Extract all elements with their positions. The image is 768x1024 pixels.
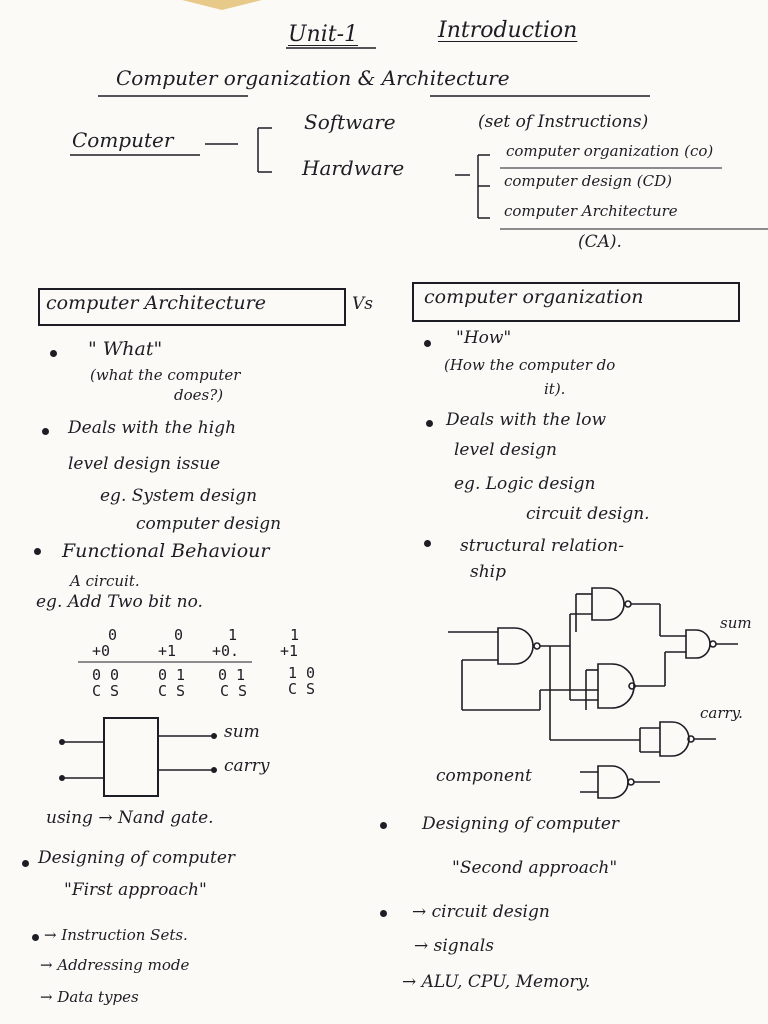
left-what: " What"	[88, 338, 163, 360]
top-tab-decoration	[182, 0, 262, 10]
right-list-2: → signals	[414, 936, 494, 956]
bullet	[42, 428, 49, 435]
page-title: Introduction	[438, 18, 578, 43]
sum-cs: C S	[92, 682, 120, 700]
sum-add: +1	[280, 642, 299, 660]
left-title: computer Architecture	[46, 292, 266, 314]
left-using: using → Nand gate.	[46, 808, 214, 828]
sum-top: 1	[290, 626, 300, 644]
right-how: "How"	[456, 328, 512, 348]
vs-label: Vs	[352, 294, 374, 314]
right-structural-2: ship	[470, 562, 506, 582]
right-how-note-2: it).	[544, 380, 566, 398]
sum-add: +0.	[212, 642, 240, 660]
bullet	[424, 340, 431, 347]
tree-root-computer: Computer	[72, 128, 174, 152]
left-deals-1: Deals with the high	[68, 418, 237, 438]
right-list-3: → ALU, CPU, Memory.	[402, 972, 591, 992]
right-deals-1: Deals with the low	[446, 410, 607, 430]
sum-cs: C S	[288, 680, 316, 698]
left-functional: Functional Behaviour	[62, 540, 270, 562]
right-deals-2: level design	[454, 440, 557, 460]
left-list-3: → Data types	[40, 988, 139, 1006]
right-eg-2: circuit design.	[526, 504, 650, 524]
right-title: computer organization	[424, 286, 644, 308]
tree-hardware: Hardware	[302, 156, 405, 180]
sum-add: +0	[92, 642, 111, 660]
tree-branch-ca: computer Architecture	[504, 202, 678, 220]
left-eg-1: eg. System design	[100, 486, 258, 506]
sum-top: 1	[228, 626, 238, 644]
right-eg-1: eg. Logic design	[454, 474, 596, 494]
left-what-note-2: does?)	[174, 386, 224, 404]
right-list-1: → circuit design	[412, 902, 550, 922]
page-subtitle: Computer organization & Architecture	[116, 66, 510, 90]
tree-branch-cd: computer design (CD)	[504, 172, 672, 190]
bullet	[32, 934, 39, 941]
bullet	[22, 860, 29, 867]
sum-result: 1 0	[288, 664, 316, 682]
tree-branch-co: computer organization (co)	[506, 142, 714, 160]
circuit-sum-label: sum	[720, 614, 752, 632]
bullet	[426, 420, 433, 427]
sum-top: 0	[108, 626, 118, 644]
bullet	[380, 910, 387, 917]
tree-ca-abbr: (CA).	[578, 232, 622, 252]
right-component: component	[436, 766, 532, 786]
sum-result: 0 0	[92, 666, 120, 684]
sum-top: 0	[174, 626, 184, 644]
bullet	[50, 350, 57, 357]
sum-result: 0 1	[158, 666, 186, 684]
sum-cs: C S	[220, 682, 248, 700]
left-eg-2: computer design	[136, 514, 282, 534]
left-circuit: A circuit.	[70, 572, 140, 590]
sum-cs: C S	[158, 682, 186, 700]
left-list-2: → Addressing mode	[40, 956, 190, 974]
left-deals-2: level design issue	[68, 454, 221, 474]
left-designing: Designing of computer	[38, 848, 236, 868]
tree-software-note: (set of Instructions)	[478, 112, 649, 132]
unit-label: Unit-1	[288, 22, 359, 47]
right-designing: Designing of computer	[422, 814, 620, 834]
left-list-1: → Instruction Sets.	[44, 926, 188, 944]
left-what-note-1: (what the computer	[90, 366, 241, 384]
left-title-box	[38, 288, 346, 326]
bullet	[424, 540, 431, 547]
sum-add: +1	[158, 642, 177, 660]
left-approach: "First approach"	[64, 880, 207, 900]
left-add-eg: eg. Add Two bit no.	[36, 592, 203, 612]
right-how-note-1: (How the computer do	[444, 356, 616, 374]
bullet	[380, 822, 387, 829]
bullet	[34, 548, 41, 555]
block-out-carry: carry	[224, 756, 270, 776]
right-title-box	[412, 282, 740, 322]
nand-circuit-diagram	[448, 587, 738, 799]
tree-software: Software	[304, 110, 396, 134]
block-out-sum: sum	[224, 722, 260, 742]
sum-result: 0 1	[218, 666, 246, 684]
right-structural-1: structural relation-	[460, 536, 624, 556]
right-approach: "Second approach"	[452, 858, 618, 878]
circuit-carry-label: carry.	[700, 704, 743, 722]
